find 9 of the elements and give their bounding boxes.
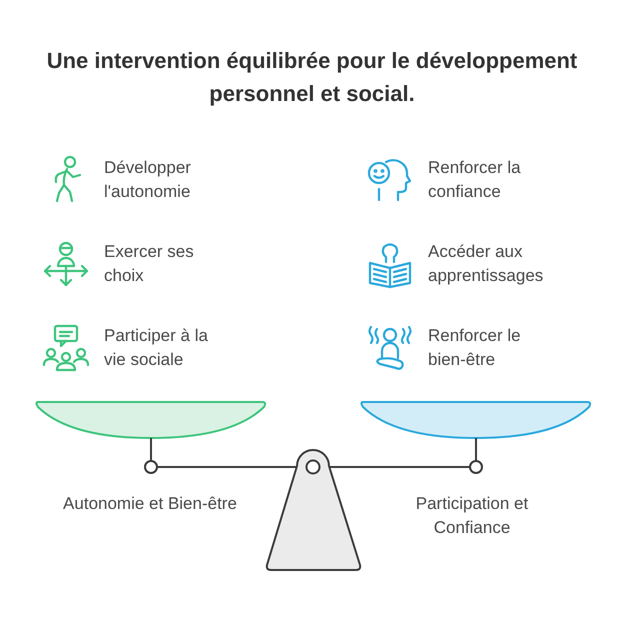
benefit-label: Renforcer le bien-être: [428, 325, 522, 371]
scale-side-label: Participation et Confiance: [414, 493, 530, 539]
benefit-label: Renforcer la confiance: [428, 157, 522, 203]
diagram-title: Une intervention équilibrée pour le développement personnel et social.: [46, 47, 578, 108]
benefit-label: Exercer ses choix: [104, 241, 195, 287]
benefit-label: Participer à la vie sociale: [104, 325, 209, 371]
benefit-label: Accéder aux apprentissages: [428, 241, 544, 287]
benefit-label: Développer l'autonomie: [104, 157, 192, 203]
scale-side-label: Autonomie et Bien-être: [62, 493, 238, 515]
